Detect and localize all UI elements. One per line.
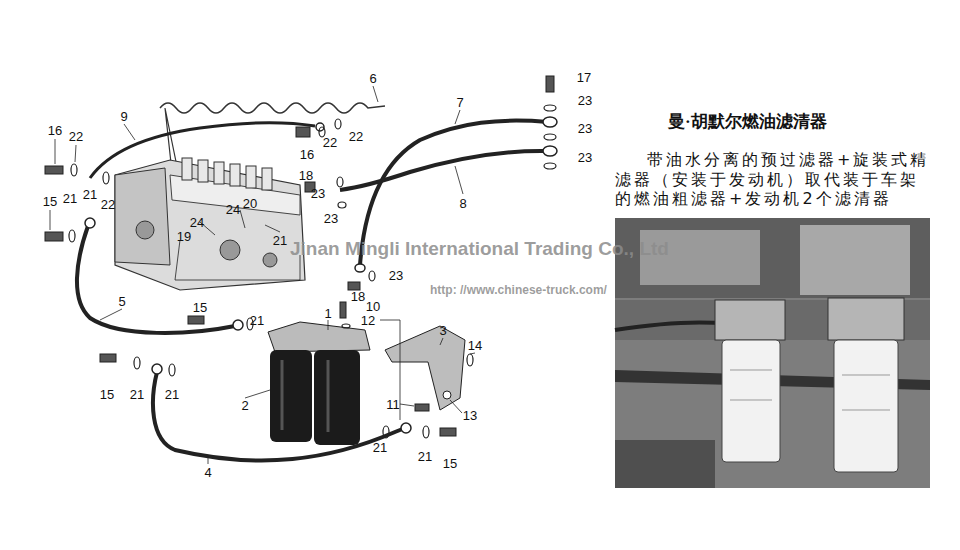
callout-number: 23 (389, 269, 403, 282)
watermark: Jinan Mingli International Trading Co., … (290, 238, 669, 260)
callout-number: 21 (373, 441, 387, 454)
callout-number: 21 (130, 388, 144, 401)
callout-number: 22 (323, 136, 337, 149)
callout-number: 4 (204, 466, 211, 479)
callout-number: 18 (299, 169, 313, 182)
callout-number: 5 (118, 295, 125, 308)
callout-number: 22 (69, 130, 83, 143)
callout-number: 23 (578, 122, 592, 135)
callout-number: 15 (100, 388, 114, 401)
callout-number: 23 (311, 187, 325, 200)
watermark: http: //www.chinese-truck.com/ (430, 283, 607, 297)
callout-number: 14 (468, 339, 482, 352)
callout-number: 24 (226, 203, 240, 216)
callout-number: 24 (190, 216, 204, 229)
callout-number: 21 (273, 234, 287, 247)
callout-number: 15 (443, 457, 457, 470)
callout-number: 23 (324, 212, 338, 225)
callout-number: 18 (351, 290, 365, 303)
callout-number: 2 (241, 399, 248, 412)
callout-number: 12 (361, 314, 375, 327)
callout-number: 21 (83, 188, 97, 201)
callout-number: 8 (459, 197, 466, 210)
callout-number: 21 (165, 388, 179, 401)
callout-number: 19 (177, 230, 191, 243)
callout-number: 10 (366, 300, 380, 313)
callout-number: 9 (120, 110, 127, 123)
callout-number: 15 (193, 301, 207, 314)
callout-number: 23 (578, 94, 592, 107)
callout-number: 21 (418, 450, 432, 463)
callout-number: 21 (63, 192, 77, 205)
title: 曼·胡默尔燃油滤清器 (668, 110, 827, 133)
callout-number: 23 (578, 151, 592, 164)
callout-number: 1 (324, 307, 331, 320)
description-note: 带油水分离的预过滤器+旋装式精滤器（安装于发动机）取代装于车架的燃油粗滤器+发动… (615, 150, 935, 209)
callout-number: 6 (369, 72, 376, 85)
callout-number: 7 (456, 96, 463, 109)
callout-number: 22 (349, 130, 363, 143)
callout-number: 17 (577, 71, 591, 84)
callout-number: 20 (243, 197, 257, 210)
callout-number: 16 (300, 148, 314, 161)
callout-number: 21 (250, 314, 264, 327)
callout-number: 16 (48, 124, 62, 137)
callout-number: 3 (439, 324, 446, 337)
callout-number: 13 (463, 409, 477, 422)
callout-number: 15 (43, 195, 57, 208)
callout-number: 11 (386, 398, 400, 411)
callout-number: 22 (101, 198, 115, 211)
